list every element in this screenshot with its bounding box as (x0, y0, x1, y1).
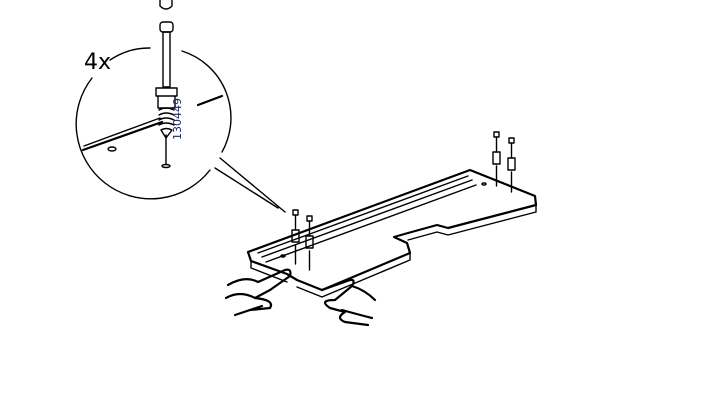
quantity-label: 4x (84, 50, 112, 75)
screw (492, 131, 501, 187)
panel-board (246, 168, 538, 298)
screw (291, 209, 300, 265)
part-number-label: 130449 (171, 98, 184, 140)
hand-left-icon (224, 268, 292, 317)
screw (305, 215, 314, 271)
cam-screws (291, 131, 516, 271)
screw (507, 137, 516, 193)
detail-callout-circle (75, 47, 286, 213)
screwdriver-icon (159, 0, 173, 10)
cam-screw-detail (155, 21, 178, 139)
hand-right-icon (320, 278, 377, 327)
